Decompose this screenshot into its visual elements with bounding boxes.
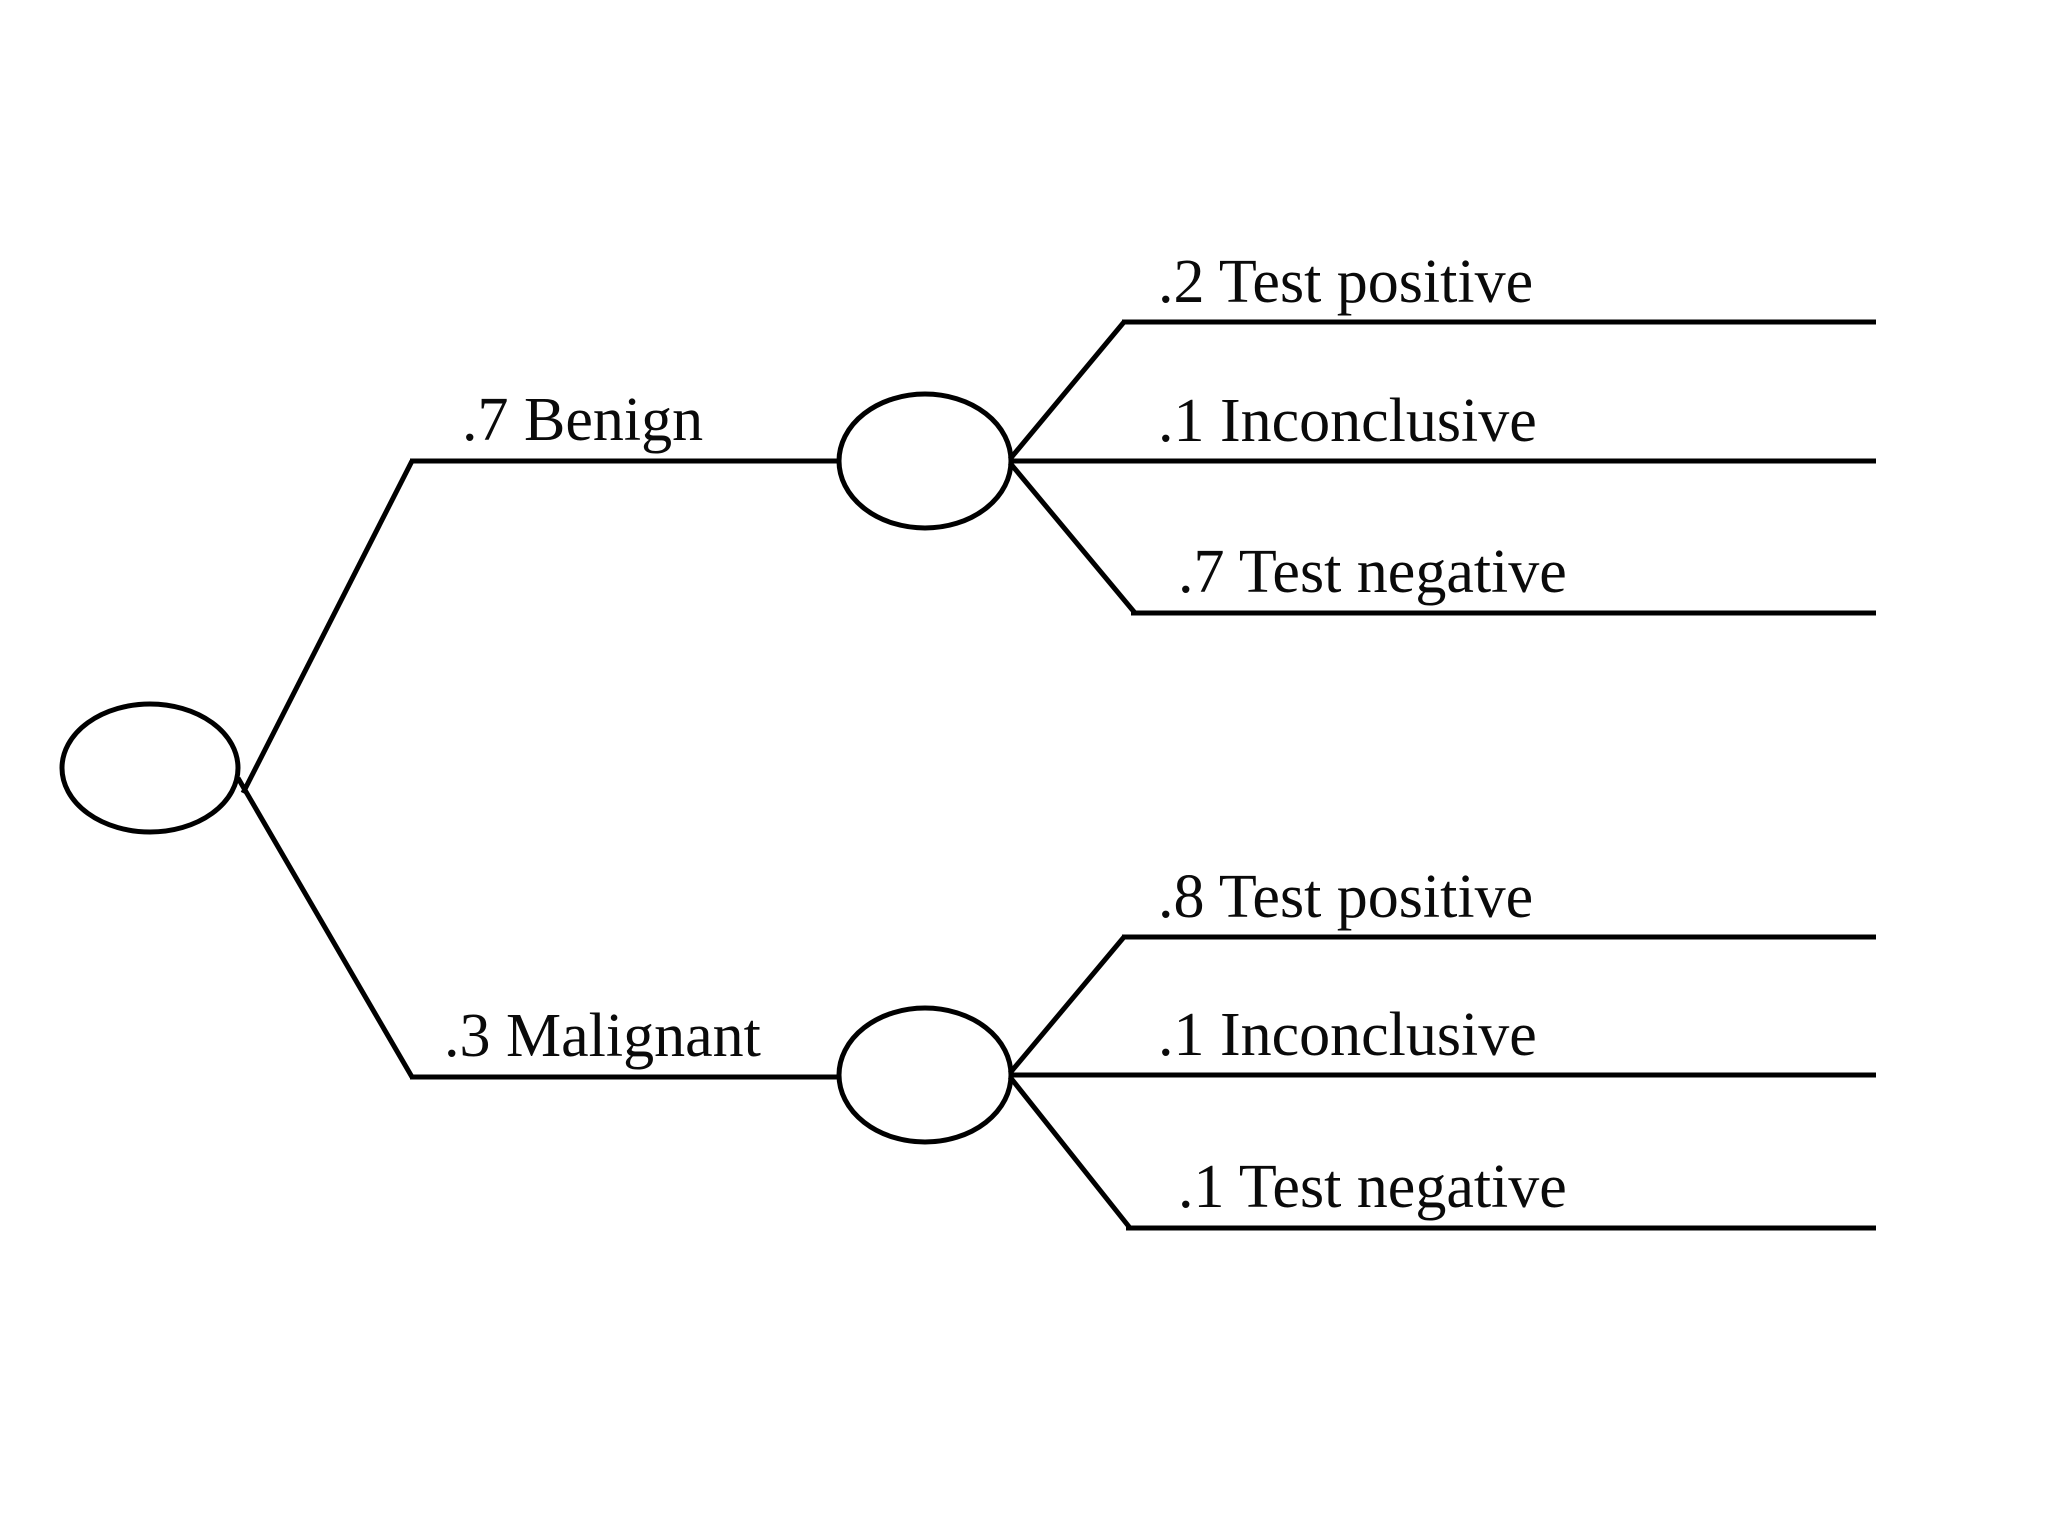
edge-malignant-test-negative-diagonal — [1008, 1075, 1132, 1230]
branch-label-malignant-test-positive: .8 Test positive — [1158, 863, 1533, 931]
branch-label-benign-inconclusive: .1 Inconclusive — [1158, 387, 1537, 455]
edge-root-to-benign — [240, 459, 415, 795]
root-chance-node[interactable] — [59, 701, 241, 835]
edge-benign-test-negative-diagonal — [1008, 461, 1137, 615]
branch-label-benign-test-negative: .7 Test negative — [1178, 538, 1567, 606]
branch-label-malignant-inconclusive: .1 Inconclusive — [1158, 1001, 1537, 1069]
malignant-chance-node[interactable] — [836, 1005, 1014, 1145]
edge-root-to-malignant — [235, 776, 415, 1079]
branch-label-benign-test-positive: .2 Test positive — [1158, 248, 1533, 316]
edge-malignant-test-positive-diagonal — [1008, 935, 1126, 1075]
branch-label-benign: .7 Benign — [462, 386, 703, 454]
edge-benign-test-positive-diagonal — [1008, 320, 1126, 461]
branch-label-malignant: .3 Malignant — [444, 1002, 761, 1070]
benign-chance-node[interactable] — [836, 391, 1014, 531]
branch-label-malignant-test-negative: .1 Test negative — [1178, 1153, 1567, 1221]
